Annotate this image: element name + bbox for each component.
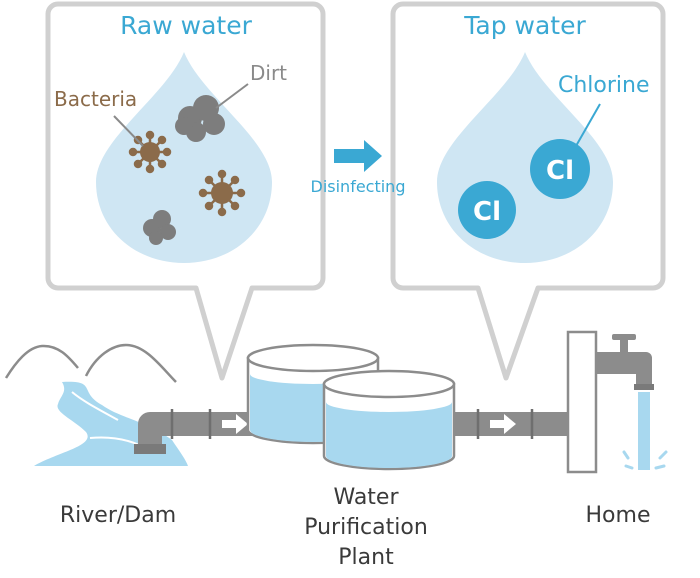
intake-pipe-mouth bbox=[134, 444, 166, 454]
pipe-joints bbox=[170, 409, 534, 439]
dirt-particle bbox=[175, 95, 225, 142]
dirt-pointer-line bbox=[215, 83, 249, 109]
river-dam-label: River/Dam bbox=[60, 503, 176, 528]
plant-label-line2: Purification bbox=[304, 515, 428, 540]
chlorine-ion-icon bbox=[530, 139, 590, 199]
plant-label-line1: Water bbox=[333, 485, 399, 510]
disinfecting-label: Disinfecting bbox=[311, 177, 406, 196]
water-stream bbox=[638, 392, 650, 470]
raw-water-title: Raw water bbox=[120, 11, 252, 40]
bacteria-particle bbox=[198, 169, 246, 217]
mountains bbox=[4, 343, 177, 383]
water-tank-front bbox=[322, 369, 456, 471]
chlorine-label: Chlorine bbox=[558, 73, 650, 98]
bacteria-particle bbox=[128, 130, 172, 174]
water-splash bbox=[622, 450, 668, 470]
chlorine-ion-icon bbox=[458, 181, 516, 239]
flow-arrow-icon bbox=[222, 414, 248, 434]
faucet-icon bbox=[596, 334, 654, 390]
chlorine-ion-symbol: Cl bbox=[473, 197, 501, 227]
dirt-particle bbox=[143, 210, 176, 245]
plant-label-line3: Plant bbox=[338, 545, 394, 570]
dirt-label: Dirt bbox=[250, 61, 287, 85]
bacteria-label: Bacteria bbox=[54, 87, 137, 111]
chlorine-ion-symbol: Cl bbox=[546, 156, 574, 186]
house-wall bbox=[566, 330, 598, 474]
disinfect-arrow-icon bbox=[334, 140, 382, 172]
flow-arrow-icon bbox=[490, 414, 516, 434]
raw-water-drop bbox=[96, 52, 272, 263]
home-label: Home bbox=[586, 503, 651, 528]
chlorine-pointer-line bbox=[575, 103, 601, 147]
tap-water-title: Tap water bbox=[463, 11, 586, 40]
bacteria-pointer-line bbox=[113, 115, 144, 147]
